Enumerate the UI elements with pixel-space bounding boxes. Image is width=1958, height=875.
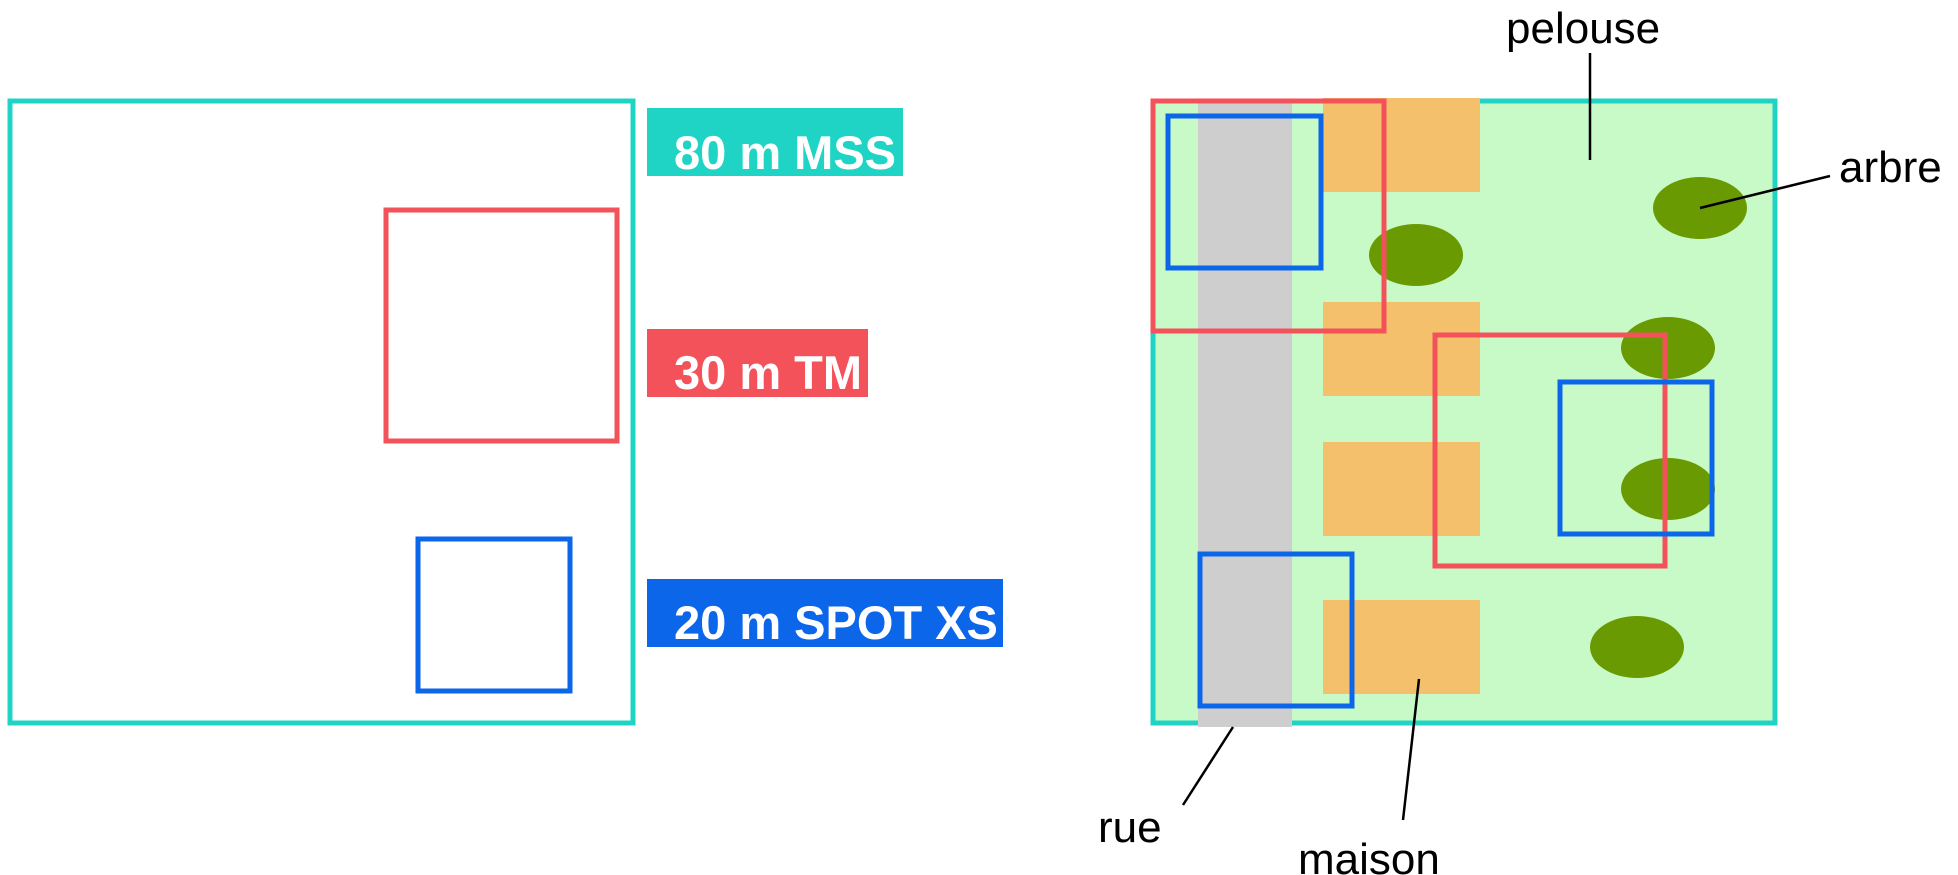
house-3 <box>1323 442 1480 536</box>
legend: 80 m MSS 30 m TM 20 m SPOT XS <box>647 108 1003 649</box>
legend-swatch-spot <box>647 579 1003 647</box>
label-lawn: pelouse <box>1506 4 1660 53</box>
pixel-size-comparison <box>7 98 636 726</box>
tm-pixel-square <box>383 207 620 444</box>
label-street: rue <box>1098 803 1162 852</box>
house-1 <box>1323 98 1480 192</box>
legend-item-mss: 80 m MSS <box>647 108 903 179</box>
tm-pixel-overlay-1 <box>1150 98 1387 334</box>
legend-item-spot: 20 m SPOT XS <box>647 579 1003 649</box>
urban-scene <box>1150 98 1778 727</box>
street <box>1198 101 1292 727</box>
leader-line-house <box>1401 678 1421 821</box>
legend-swatch-tm <box>647 329 868 397</box>
mss-pixel-square <box>7 98 636 726</box>
leader-line-street <box>1181 726 1235 806</box>
house-4 <box>1323 600 1480 694</box>
legend-swatch-mss <box>647 108 903 176</box>
legend-label-spot: 20 m SPOT XS <box>674 596 998 649</box>
legend-label-tm: 30 m TM <box>674 346 862 399</box>
tree-3 <box>1621 317 1715 379</box>
tree-4 <box>1621 458 1715 520</box>
legend-label-mss: 80 m MSS <box>674 126 896 179</box>
spot-pixel-overlay-2 <box>1557 379 1715 537</box>
house-2 <box>1323 302 1480 396</box>
scene-labels: pelouse arbre rue maison <box>1098 4 1942 875</box>
tree-1 <box>1369 224 1463 286</box>
tm-pixel-overlay-2 <box>1432 332 1668 569</box>
spot-pixel-square <box>415 536 573 694</box>
leader-line-tree <box>1699 174 1831 210</box>
tree-5 <box>1590 616 1684 678</box>
label-tree: arbre <box>1839 143 1942 192</box>
legend-item-tm: 30 m TM <box>647 329 868 399</box>
label-house: maison <box>1298 835 1440 875</box>
spot-pixel-overlay-3 <box>1197 551 1355 709</box>
spot-pixel-overlay-1 <box>1165 113 1324 271</box>
